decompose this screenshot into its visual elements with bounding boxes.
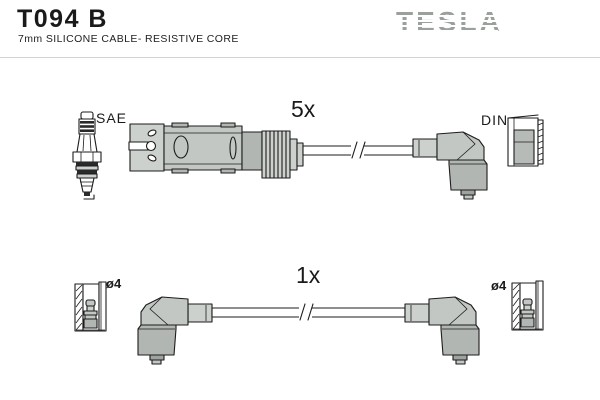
cable-spec-subtitle: 7mm SILICONE CABLE- RESISTIVE CORE [18, 33, 239, 45]
sae-label: SAE [96, 110, 128, 126]
quantity-label-5x: 5x [291, 96, 316, 122]
header-divider [0, 57, 600, 58]
terminal-cap-right [511, 280, 544, 331]
cable-5x [302, 141, 414, 159]
din-label: DIN [481, 112, 509, 128]
logo-stripe [394, 25, 498, 27]
angled-boot-bottom-left [137, 296, 213, 365]
angled-boot-bottom-right [404, 296, 480, 365]
cable-1x [211, 303, 406, 321]
part-number: T094 B [17, 5, 108, 33]
logo-stripe [394, 15, 498, 17]
spark-plug [72, 111, 102, 200]
diameter-label-right: ø4 [491, 278, 507, 293]
coil-block-connector [128, 122, 263, 174]
terminal-cap-left [74, 281, 107, 332]
cable-bellows [261, 130, 304, 179]
quantity-label-1x: 1x [296, 262, 321, 288]
angled-boot-top [412, 131, 488, 200]
logo-stripe [394, 30, 498, 32]
din-terminal-cap [507, 114, 544, 167]
logo-stripe [394, 20, 498, 22]
diameter-label-left: ø4 [106, 276, 122, 291]
